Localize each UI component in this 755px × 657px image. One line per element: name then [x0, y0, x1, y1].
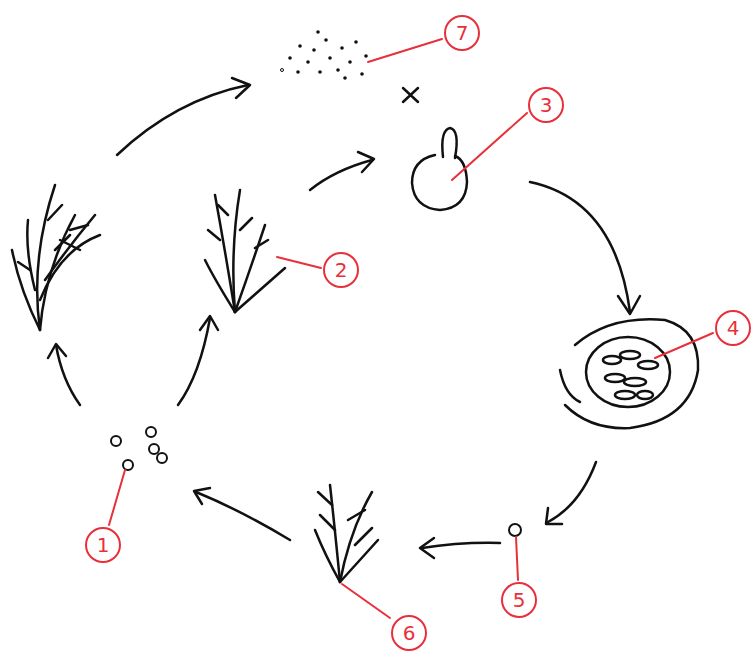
pollen-dots — [281, 30, 368, 80]
cycle-arrow — [196, 492, 290, 540]
pollen-grain — [412, 128, 467, 210]
callout-number: 6 — [391, 615, 427, 651]
ovule — [560, 319, 698, 428]
callout-number-text: 2 — [335, 260, 348, 280]
callout-number: 4 — [715, 310, 751, 346]
cycle-arrow — [548, 462, 596, 522]
callout-number-text: 5 — [513, 590, 526, 610]
callout-number-text: 7 — [456, 23, 469, 43]
arrowhead — [618, 296, 640, 314]
callout-number: 5 — [501, 582, 537, 618]
leader-line — [277, 257, 321, 268]
callout-number-text: 6 — [403, 623, 416, 643]
callout-number: 3 — [528, 87, 564, 123]
leader-line — [452, 113, 527, 180]
callout-number: 1 — [85, 527, 121, 563]
cycle-arrow — [117, 85, 248, 155]
arrowhead — [194, 488, 210, 504]
cycle-arrow — [422, 543, 500, 548]
callout-number-text: 3 — [540, 95, 553, 115]
callout-number-text: 1 — [97, 535, 110, 555]
cycle-arrow — [530, 182, 630, 312]
seed — [509, 524, 521, 536]
arrowhead — [420, 538, 434, 558]
cycle-arrow — [56, 345, 80, 405]
cross-symbol — [403, 88, 418, 102]
callout-number-text: 4 — [727, 318, 740, 338]
callout-number: 7 — [444, 15, 480, 51]
plant-left — [12, 185, 100, 330]
arrowhead — [232, 78, 250, 98]
callout-number: 2 — [323, 252, 359, 288]
leader-line — [516, 537, 518, 580]
arrowhead — [200, 316, 218, 330]
arrowhead — [48, 344, 66, 358]
arrowhead — [358, 152, 374, 172]
cycle-arrow — [310, 160, 372, 190]
leader-line — [109, 470, 125, 525]
leader-line — [342, 584, 390, 618]
plant-bottom — [315, 485, 378, 582]
spores — [111, 427, 167, 470]
cycle-arrow — [178, 318, 210, 405]
arrowhead — [546, 508, 562, 524]
leader-line — [655, 333, 713, 358]
leader-line — [368, 39, 442, 62]
plant-middle — [205, 190, 285, 312]
